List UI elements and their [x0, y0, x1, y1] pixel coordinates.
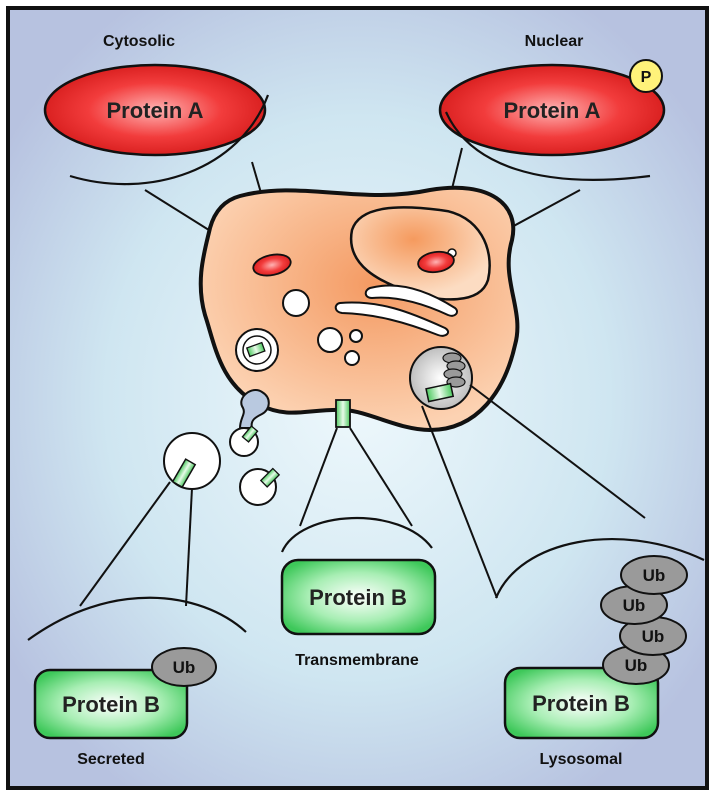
label-cytosolic: Cytosolic: [103, 33, 175, 50]
ubiquitin-lyso-2-label: Ub: [623, 596, 646, 615]
nuclear-protein-a-label: Protein A: [504, 98, 601, 123]
transmembrane-protein-b-label: Protein B: [309, 585, 407, 610]
nuclear-protein-a: Protein A: [438, 63, 666, 157]
zoom-line-secreted-right: [185, 487, 193, 607]
transmembrane-protein-marker: [335, 399, 351, 428]
cytosolic-protein-marker: [252, 253, 292, 277]
label-lysosomal: Lysosomal: [540, 751, 623, 768]
lysosomal-protein-b: Protein B: [503, 666, 660, 740]
zoom-line-transmembrane-left: [299, 427, 338, 527]
cytosolic-protein-a: Protein A: [43, 63, 267, 157]
label-transmembrane: Transmembrane: [295, 652, 419, 669]
exocytosis-bud: [238, 389, 270, 429]
polyubiquitin-chain: Ub Ub Ub Ub: [600, 555, 688, 685]
cytosolic-protein-a-label: Protein A: [107, 98, 204, 123]
ubiquitin-secreted-label: Ub: [173, 658, 196, 677]
ubiquitin-secreted: Ub: [151, 647, 217, 687]
lysosome: [409, 346, 473, 410]
ubiquitin-lyso-3-label: Ub: [642, 627, 665, 646]
label-nuclear: Nuclear: [525, 33, 584, 50]
label-secreted: Secreted: [77, 751, 145, 768]
zoom-line-secreted-left: [79, 481, 171, 607]
zoom-arc-lysosomal: [494, 538, 705, 599]
zoom-arc-cytosolic: [69, 94, 270, 186]
endosome: [235, 328, 279, 372]
lysosomal-protein-b-label: Protein B: [532, 691, 630, 716]
zoom-line-lysosomal-right: [469, 384, 646, 519]
zoom-line-transmembrane-right: [349, 427, 413, 527]
zoom-line-lysosomal-left: [421, 405, 498, 599]
zoom-arc-transmembrane: [280, 516, 433, 553]
ubiquitin-lyso-2: Ub: [600, 585, 668, 625]
secreted-protein-b-label: Protein B: [62, 692, 160, 717]
cytoplasmic-vesicles: [282, 289, 363, 366]
nucleus: [349, 206, 491, 301]
phosphate-badge: P: [629, 59, 663, 93]
zoom-arc-nuclear: [444, 111, 651, 181]
golgi-apparatus: [334, 284, 458, 337]
ubiquitin-lyso-1: Ub: [620, 555, 688, 595]
zoom-arc-secreted: [27, 596, 247, 641]
nuclear-protein-marker: [417, 250, 455, 274]
secreted-protein-b: Protein B: [33, 668, 189, 740]
phosphate-label: P: [641, 69, 652, 86]
transmembrane-protein-b: Protein B: [280, 558, 437, 636]
ubiquitin-lyso-4-label: Ub: [625, 656, 648, 675]
ubiquitin-lyso-1-label: Ub: [643, 566, 666, 585]
